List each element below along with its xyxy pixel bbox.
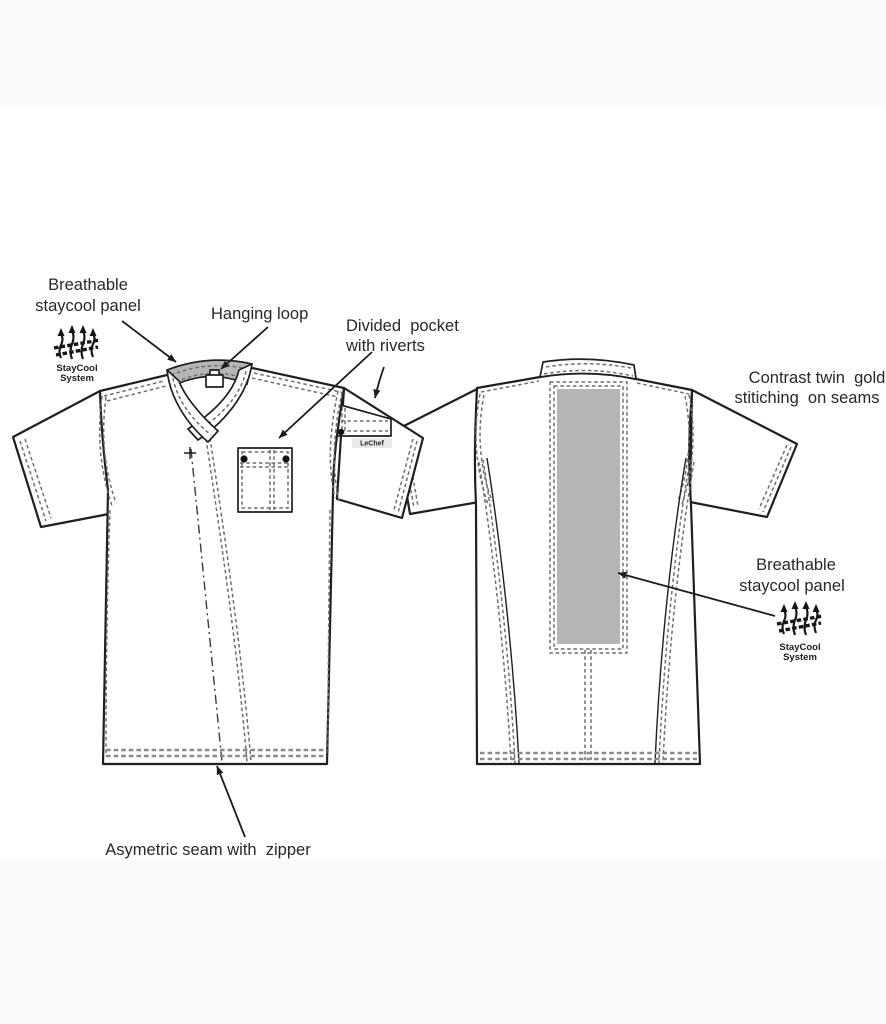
sleeve-brand-tag <box>352 438 392 448</box>
back-panel-label-line2: staycool panel <box>739 577 845 595</box>
chest-pocket-stitch-border <box>241 451 289 509</box>
front-left-shoulder-stitch <box>103 380 165 397</box>
back-panel-stitch-inner <box>553 385 624 650</box>
staycool-logo-arrows-2 <box>780 601 820 636</box>
front-panel-label-line2: staycool panel <box>35 297 141 315</box>
staycool-text-front-line1: StayCool <box>56 363 97 374</box>
hanging-loop <box>205 374 224 388</box>
arrow-divided-pocket-chest <box>278 351 373 439</box>
back-collar-stitch-2 <box>543 369 634 377</box>
arrow-divided-pocket-sleeve <box>373 366 385 399</box>
front-left-shoulder-stitch-2 <box>106 385 167 402</box>
divided-pocket-label-line1: Divided pocket <box>346 317 459 335</box>
staycool-logo-arrows <box>57 325 97 360</box>
front-left-cuff-stitch-2 <box>24 438 52 519</box>
front-right-shoulder-stitch-2 <box>251 377 339 398</box>
collar-left-band-stitch <box>172 377 212 436</box>
sleeve-pocket: LeChef <box>336 403 392 448</box>
front-right-side-stitch <box>327 509 331 757</box>
contrast-label-line1: Contrast twin gold <box>749 369 886 387</box>
back-collar-stitch <box>545 363 632 369</box>
back-staycool-panel <box>557 389 620 644</box>
sleeve-brand-text: LeChef <box>360 441 384 448</box>
staycool-text-back-line1: StayCool <box>779 642 820 653</box>
collar-panel-stitch <box>170 364 249 376</box>
arrow-front-panel <box>121 320 177 363</box>
arrow-hanging-loop <box>220 326 269 370</box>
jacket-front-view: LeChef <box>11 359 425 766</box>
back-left-princess-stitch <box>482 459 516 764</box>
front-match-mark <box>184 447 196 459</box>
front-left-armhole-stitch-2 <box>102 396 117 504</box>
hanging-loop-label: Hanging loop <box>211 305 308 323</box>
staycool-logo-back <box>776 601 824 636</box>
divided-pocket-label-line2: with riverts <box>345 337 425 355</box>
jacket-back-view <box>394 358 799 766</box>
callouts: Breathable staycool panel Hanging loop D… <box>35 276 885 859</box>
back-right-princess-stitch-2 <box>662 461 695 764</box>
back-panel-stitch-outer <box>549 381 628 654</box>
front-panel-label-line1: Breathable <box>48 276 128 294</box>
back-collar <box>539 358 637 380</box>
back-right-princess-seam <box>654 457 687 764</box>
chest-pocket <box>237 447 293 513</box>
front-left-cuff-stitch <box>19 440 47 522</box>
back-right-shoulder-stitch <box>636 382 690 395</box>
back-left-shoulder-stitch <box>480 380 540 393</box>
front-fold-line <box>190 448 223 763</box>
front-left-side-stitch <box>105 509 111 757</box>
arrow-back-panel <box>617 571 776 617</box>
front-edge-stitch-2 <box>209 437 252 763</box>
back-right-princess-stitch <box>658 459 691 764</box>
back-right-cuff-stitch <box>762 446 792 513</box>
arrow-asym-seam <box>216 765 246 838</box>
chest-pocket-rivet-right <box>282 455 290 463</box>
staycool-text-back-line2: System <box>783 652 817 663</box>
asym-seam-label: Asymetric seam with zipper <box>105 841 311 859</box>
front-right-armhole-stitch-2 <box>329 390 339 499</box>
front-right-shoulder-stitch <box>253 372 342 393</box>
front-body <box>98 364 346 766</box>
sleeve-pocket-rivet <box>337 428 345 436</box>
contrast-label-line2: stitiching on seams <box>735 389 880 407</box>
back-left-armhole-stitch-2 <box>479 394 493 502</box>
back-left-princess-seam <box>486 457 520 764</box>
chest-pocket-rivet-left <box>240 455 248 463</box>
back-right-cuff-stitch-2 <box>758 444 788 510</box>
back-left-princess-stitch-2 <box>478 461 512 764</box>
front-collar <box>165 359 254 443</box>
collar-left-band <box>166 369 219 443</box>
back-panel-label-line1: Breathable <box>756 556 836 574</box>
staycool-logo-front <box>53 325 101 360</box>
staycool-text-front-line2: System <box>60 373 94 384</box>
